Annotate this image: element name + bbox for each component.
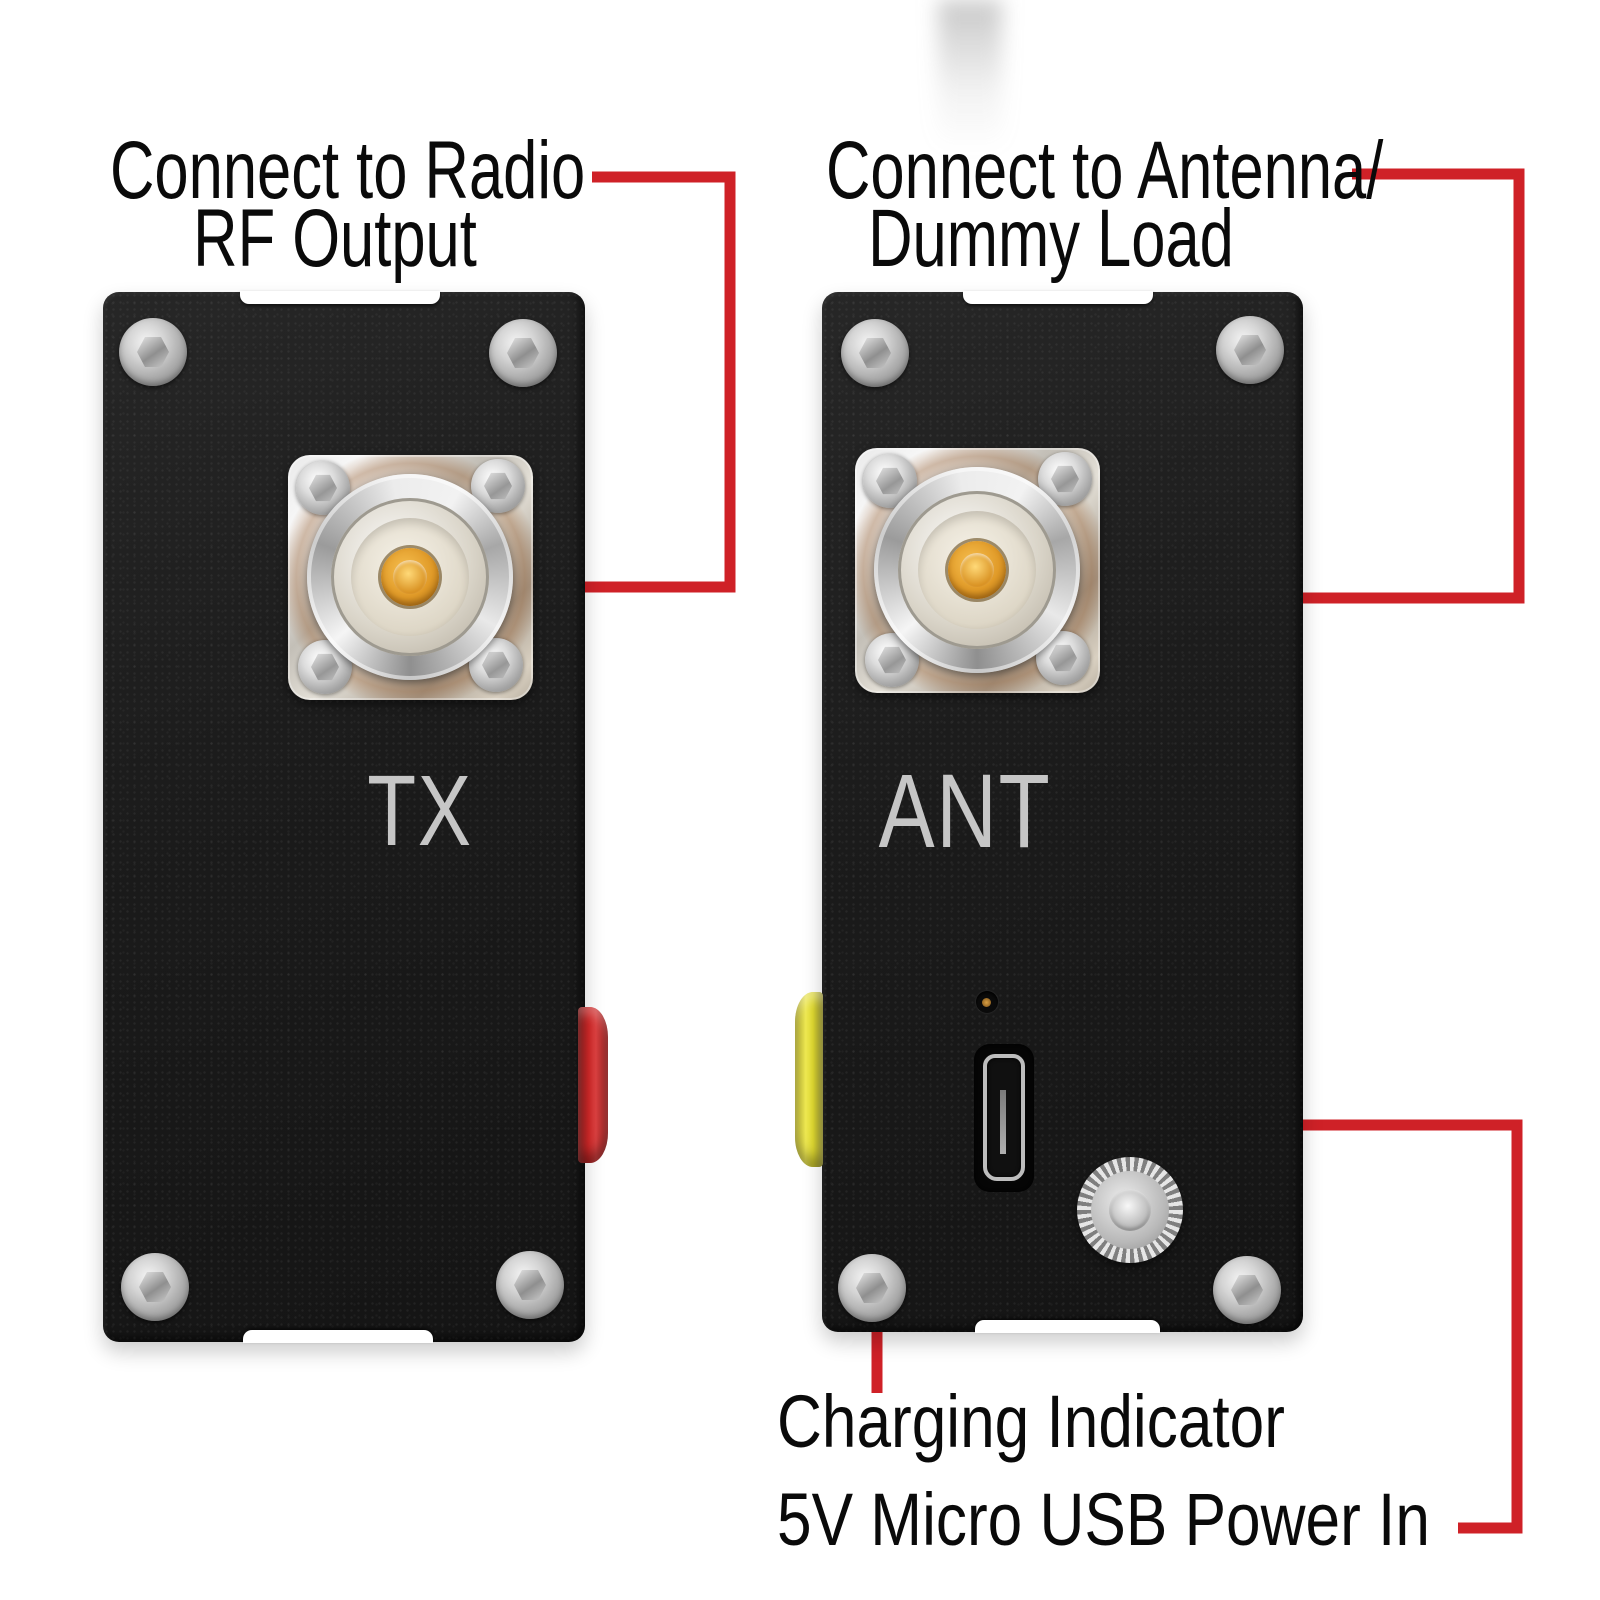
callout-label-charging-indicator: Charging Indicator (777, 1380, 1285, 1463)
hex-screw-icon (1213, 1256, 1281, 1324)
thumbscrew-screw-icon (1109, 1189, 1151, 1231)
tx-unit-red-button (578, 1007, 608, 1163)
callout-label-radio-rf-line1: Connect to Radio (110, 125, 586, 216)
callout-line-antenna (1140, 168, 1525, 604)
hex-screw-icon (496, 1251, 564, 1319)
callout-line-radio-rf (552, 171, 736, 593)
callout-label-antenna-line2: Dummy Load (868, 193, 1234, 284)
tx-unit-bottom-notch (243, 1330, 433, 1343)
micro-usb-cavity (974, 1044, 1034, 1192)
callout-label-antenna: Connect to Antenna/ Dummy Load (826, 125, 1384, 284)
connector-barrel (874, 467, 1080, 673)
callout-label-antenna-line1: Connect to Antenna/ (826, 125, 1384, 216)
charging-led-hole (976, 991, 998, 1013)
tx-unit-top-notch (240, 291, 440, 304)
hex-screw-icon (838, 1254, 906, 1322)
hex-screw-icon (489, 319, 557, 387)
connector-insulator (351, 518, 469, 636)
ant-unit-yellow-button (795, 992, 823, 1167)
connector-center-pin (381, 548, 439, 606)
callout-label-radio-rf: Connect to Radio RF Output (110, 125, 586, 284)
ant-unit-bottom-notch (975, 1320, 1160, 1333)
hex-screw-icon (119, 318, 187, 386)
ant-unit-top-notch (963, 291, 1153, 304)
so239-connector (288, 455, 533, 700)
so239-connector (855, 448, 1100, 693)
tx-engraving: TX (367, 755, 473, 867)
hex-screw-icon (121, 1253, 189, 1321)
hex-screw-icon (1216, 316, 1284, 384)
thumbscrew (1077, 1157, 1183, 1263)
hex-screw-icon (841, 319, 909, 387)
callout-label-usb-power: 5V Micro USB Power In (777, 1478, 1430, 1561)
connector-insulator (918, 511, 1036, 629)
connector-center-pin (948, 541, 1006, 599)
callout-label-radio-rf-line2: RF Output (193, 193, 477, 284)
ant-engraving: ANT (878, 753, 1052, 870)
micro-usb-port (983, 1054, 1025, 1181)
connector-shell (331, 498, 489, 656)
tx-unit-device: TX (103, 291, 608, 1343)
connector-shell (898, 491, 1056, 649)
connector-barrel (307, 474, 513, 680)
ant-unit-device: ANT (795, 291, 1303, 1333)
photo-smudge (938, 0, 1002, 150)
